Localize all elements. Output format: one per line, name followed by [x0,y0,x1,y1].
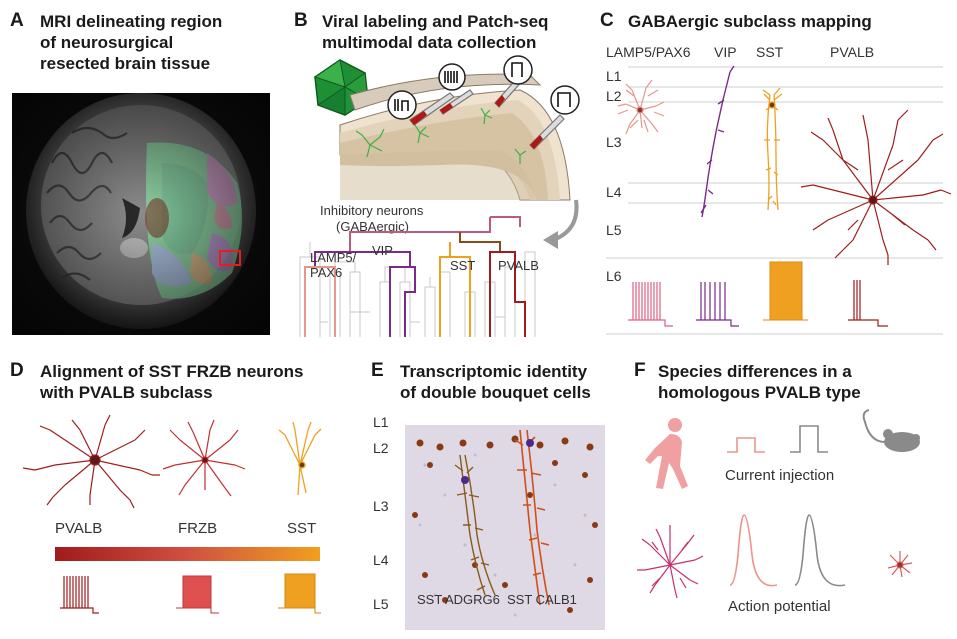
d-pvalb-trace [60,576,99,614]
lamp5-neuron [617,79,665,135]
e-layer-l1: L1 [373,414,389,430]
panel-b-title: Viral labeling and Patch-seq multimodal … [322,12,549,52]
panel-c-label: C [600,10,614,31]
gradient-bar [55,547,320,561]
d-frzb-neuron [162,419,246,497]
human-icon [645,418,688,489]
panel-d-title: Alignment of SST FRZB neurons with PVALB… [40,362,304,402]
subclass-vip: VIP [714,44,737,60]
layer-l4: L4 [606,184,622,200]
panel-a: A MRI delineating region of neurosurgica… [0,0,290,340]
tissue-slice-illustration [313,55,580,201]
human-current-step [727,437,765,453]
panel-c: C GABAergic subclass mapping LAMP5/PAX6 … [598,0,957,340]
subclass-pvalb: PVALB [830,44,875,60]
panel-a-title: MRI delineating region of neurosurgical … [40,12,223,73]
panel-d-morphologies [22,414,322,614]
subclass-lamp5: LAMP5/PAX6 [606,44,691,60]
panel-e-label: E [371,360,384,381]
e-cell-adgrg6: SST ADGRG6 [417,592,500,607]
e-layer-l4: L4 [373,552,389,568]
neuron-morphologies [617,65,952,327]
branch-label-lamp5: LAMP5/ PAX6 [310,250,357,280]
panel-a-label: A [10,10,24,31]
calb1-neuron [514,429,550,606]
panel-e-title: Transcriptomic identity of double bouque… [400,362,591,402]
sst-trace [763,261,808,321]
branch-label-pvalb: PVALB [498,258,539,273]
pvalb-trace [848,280,888,327]
e-cell-calb1: SST CALB1 [507,592,577,607]
f-human-neuron [637,525,704,599]
branch-label-sst: SST [450,258,476,273]
layer-l5: L5 [606,222,622,238]
vip-trace [696,282,739,327]
panel-f: F Species differences in a homologous PV… [630,350,957,639]
f-ap-label: Action potential [728,598,831,615]
sst-neuron [762,87,783,211]
e-layer-l3: L3 [373,498,389,514]
pvalb-neuron [800,109,952,265]
vip-neuron [700,65,735,218]
f-current-label: Current injection [725,467,835,484]
human-action-potential [729,514,778,587]
dendrogram [299,216,536,337]
d-frzb-trace [176,575,219,614]
panel-d-label: D [10,360,24,381]
mouse-action-potential [794,514,846,587]
layer-lines [606,66,943,335]
d-sst-neuron [278,421,322,496]
branch-label-vip: VIP [372,243,393,258]
tree-title: Inhibitory neurons (GABAergic) [320,203,424,234]
layer-l2: L2 [606,88,622,104]
d-type-pvalb: PVALB [55,520,103,537]
panel-f-label: F [634,360,646,381]
mri-image [12,93,270,335]
d-pvalb-neuron [22,414,160,509]
mouse-current-step [790,425,828,453]
e-layer-l5: L5 [373,596,389,612]
layer-l3: L3 [606,134,622,150]
d-type-frzb: FRZB [178,520,218,537]
panel-c-title: GABAergic subclass mapping [628,12,872,31]
d-sst-trace [278,573,321,614]
d-type-sst: SST [287,520,317,537]
panel-d: D Alignment of SST FRZB neurons with PVA… [0,350,360,639]
mouse-icon [862,409,920,452]
lamp5-trace [628,282,673,327]
adgrg6-neuron [454,454,496,596]
layer-l6: L6 [606,268,622,284]
panel-f-graphics [637,409,920,599]
panel-b-label: B [294,10,308,31]
panel-e: E Transcriptomic identity of double bouq… [365,350,615,639]
layer-l1: L1 [606,68,622,84]
curved-arrow-icon [543,199,579,249]
f-mouse-neuron [887,551,913,578]
panel-b: B Viral labeling and Patch-seq multimoda… [290,0,600,340]
e-layer-l2: L2 [373,440,389,456]
panel-f-title: Species differences in a homologous PVAL… [658,362,861,402]
histology-image [405,425,605,630]
subclass-sst: SST [756,44,784,60]
